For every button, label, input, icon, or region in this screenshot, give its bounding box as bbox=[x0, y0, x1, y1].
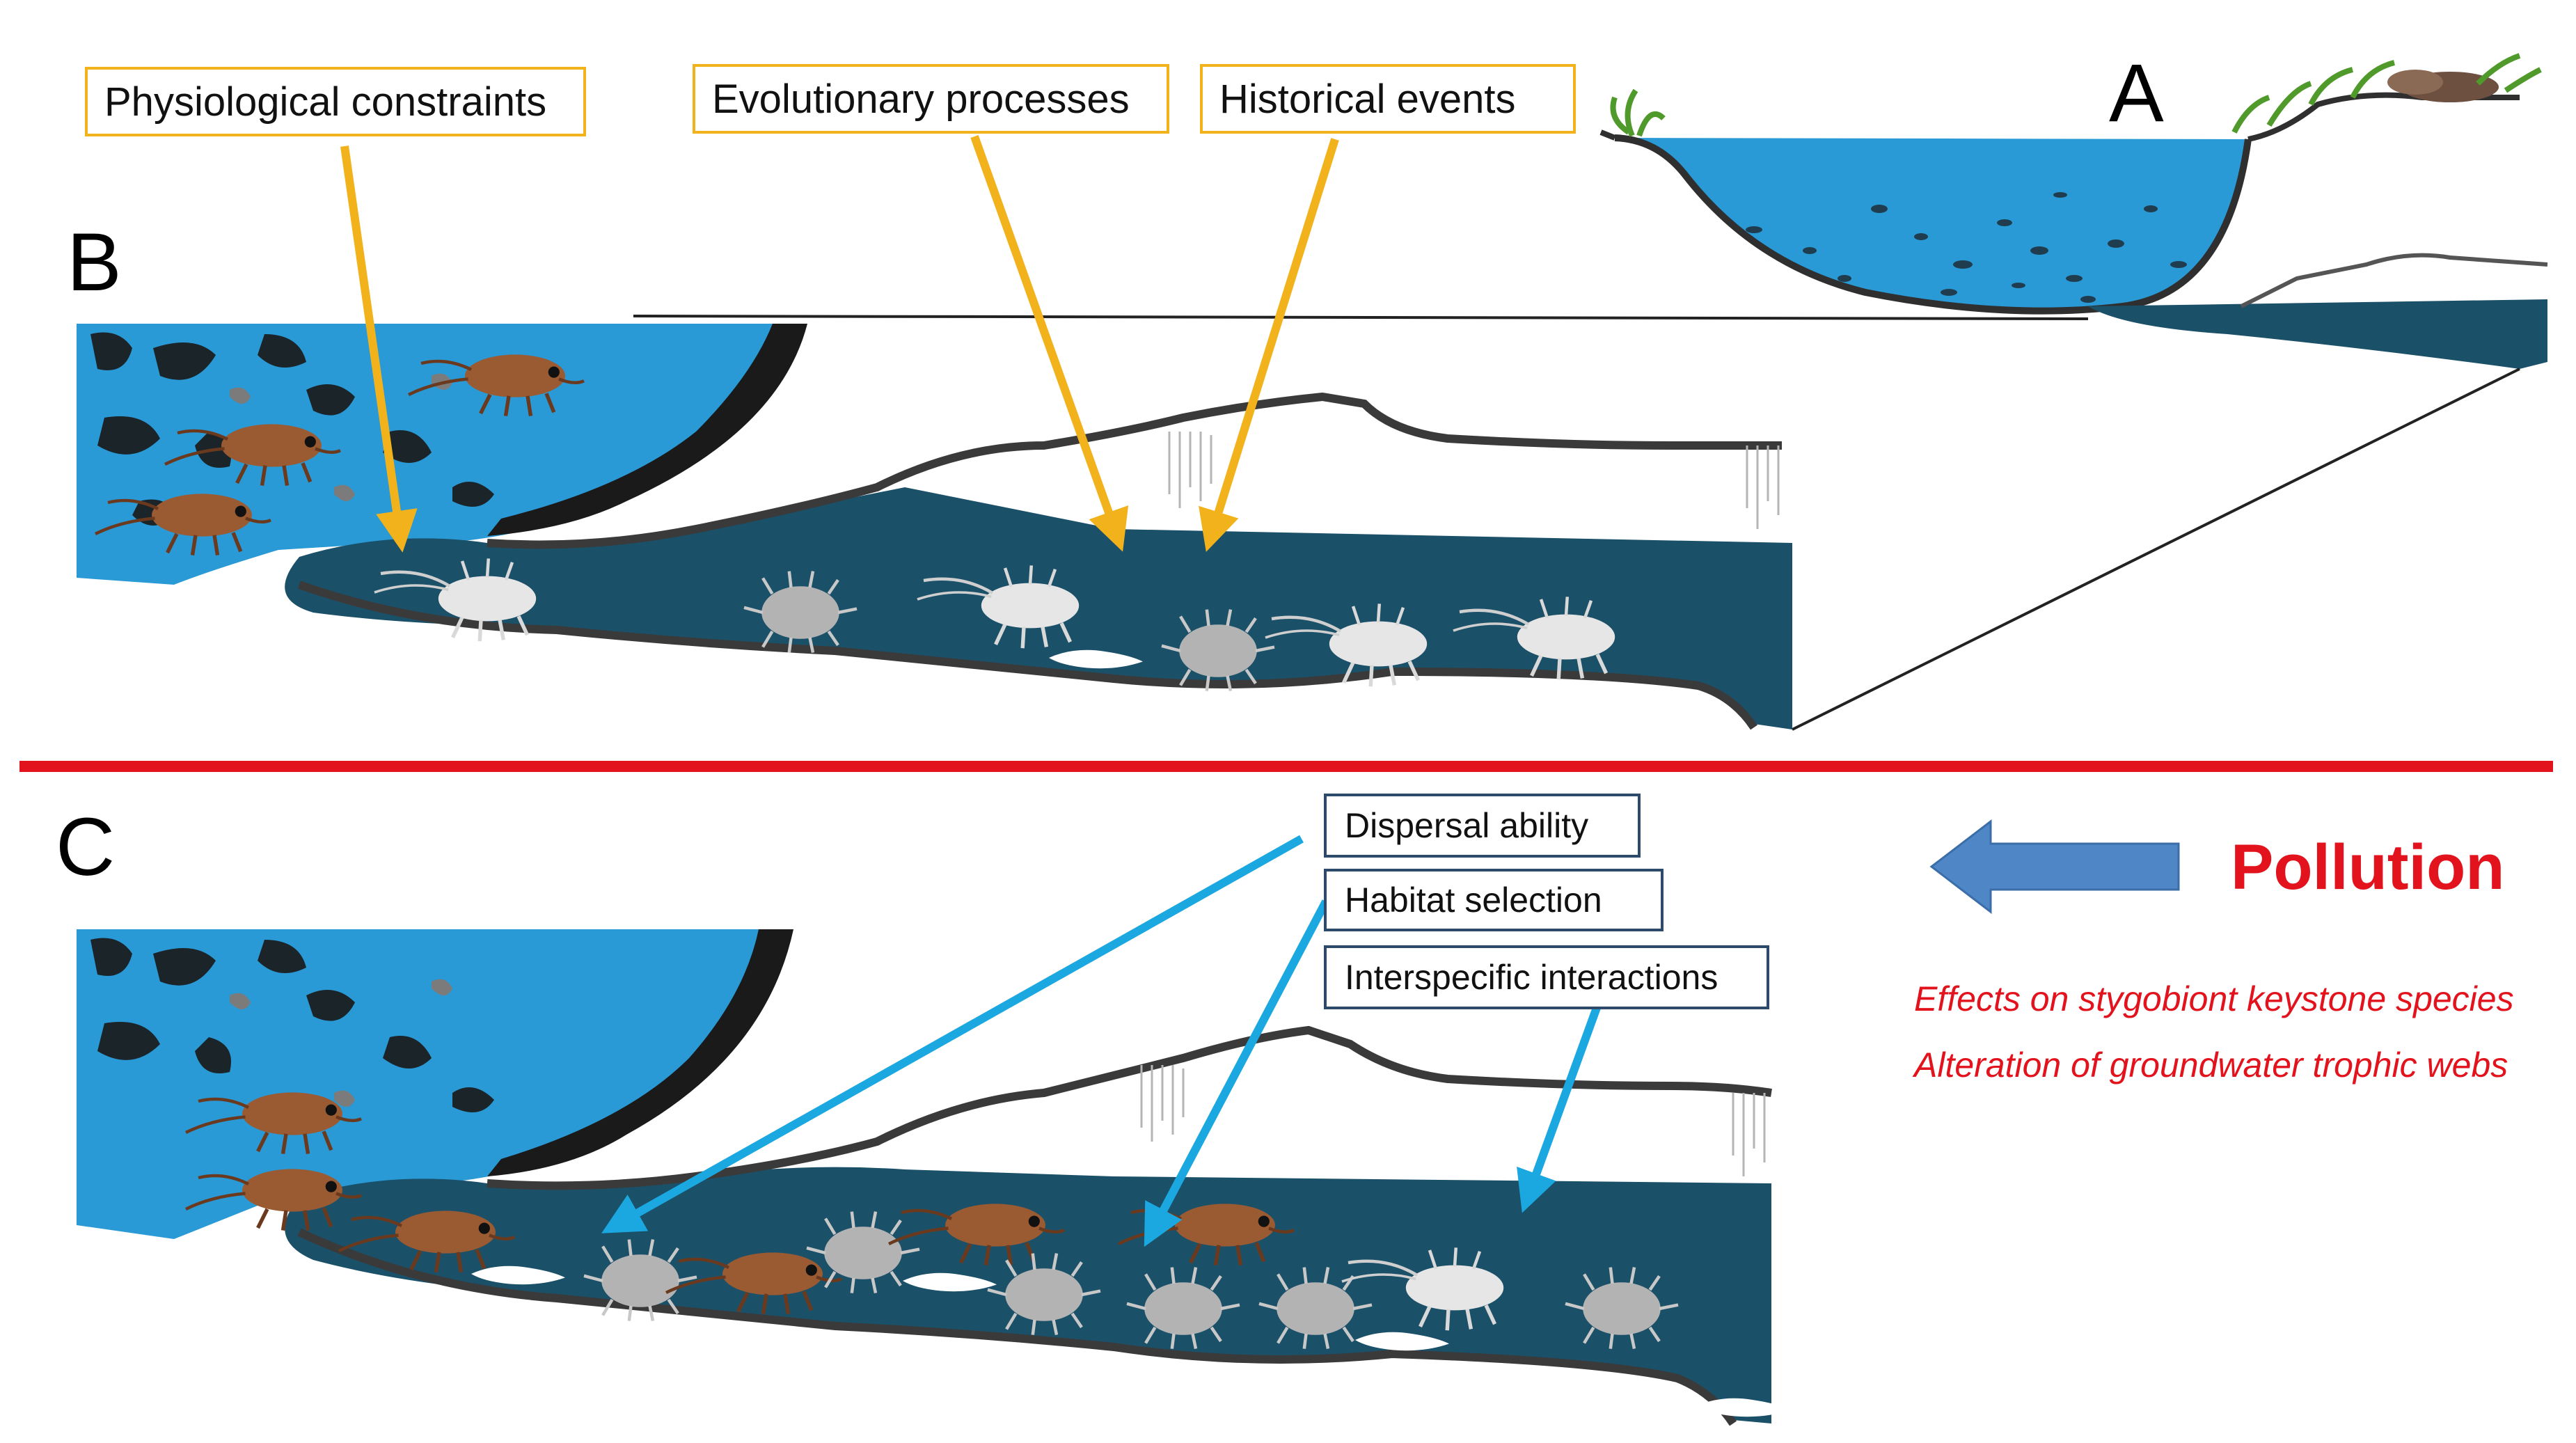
gold-arrows bbox=[340, 134, 1339, 553]
factor-dispersal-ability: Dispersal ability bbox=[1324, 794, 1641, 858]
zoom-line-bottom bbox=[1792, 368, 2520, 731]
stalactites-c bbox=[1140, 1065, 1766, 1176]
factor-evolutionary-processes: Evolutionary processes bbox=[693, 64, 1169, 134]
factor-physiological-constraints: Physiological constraints bbox=[85, 67, 586, 136]
cyan-arrows bbox=[601, 835, 1602, 1247]
factor-habitat-selection: Habitat selection bbox=[1324, 869, 1664, 931]
pollution-arrow bbox=[1929, 819, 2180, 915]
pollution-effect-trophic: Alteration of groundwater trophic webs bbox=[1914, 1046, 2508, 1085]
stalactites-b bbox=[1168, 432, 1780, 529]
plant-icon-left bbox=[1610, 88, 1666, 137]
panel-b-cross-section bbox=[77, 324, 1792, 730]
divider-line bbox=[19, 761, 2553, 772]
zoom-line-top bbox=[633, 315, 2089, 320]
sediment-specks bbox=[1746, 192, 2187, 303]
pollution-label: Pollution bbox=[2231, 832, 2505, 903]
panel-a-stream-section bbox=[1599, 53, 2548, 369]
panel-label-b: B bbox=[67, 216, 122, 308]
factor-interspecific-interactions: Interspecific interactions bbox=[1324, 945, 1769, 1009]
vegetation-right bbox=[2231, 53, 2542, 134]
panel-label-c: C bbox=[56, 801, 116, 893]
pollution-effect-keystone: Effects on stygobiont keystone species bbox=[1914, 979, 2514, 1018]
factor-historical-events: Historical events bbox=[1200, 64, 1576, 134]
panel-c-cross-section bbox=[77, 929, 1790, 1426]
panel-label-a: A bbox=[2109, 47, 2164, 139]
